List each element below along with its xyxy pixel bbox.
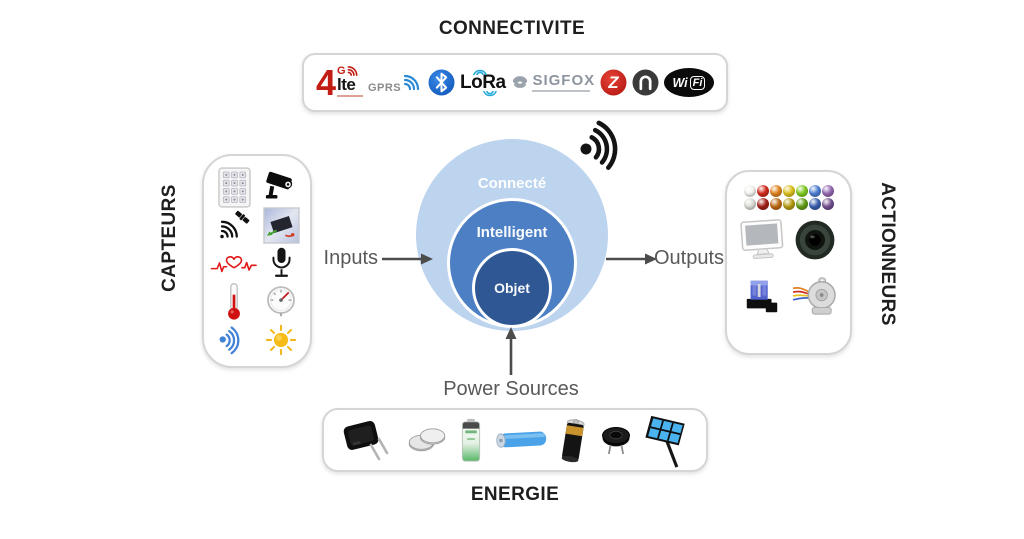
gprs-signal-icon xyxy=(404,74,420,90)
logo-gprs: GPRS xyxy=(368,72,423,94)
buzzer-icon xyxy=(598,424,634,457)
led-dot xyxy=(795,185,808,197)
monitor-icon xyxy=(739,218,785,262)
outputs-arrow xyxy=(606,253,657,265)
logo-lora: LoRa xyxy=(460,69,506,96)
connectivity-box: 4 G lte GPRS xyxy=(302,53,728,112)
logo-nfc xyxy=(632,69,659,96)
inputs-arrow xyxy=(382,253,433,265)
led-dot xyxy=(808,198,821,210)
nfc-icon xyxy=(632,69,659,96)
lora-arcs-top-icon xyxy=(473,69,487,75)
led-dot xyxy=(821,185,834,197)
led-dot xyxy=(756,198,769,210)
ac-adapter-icon xyxy=(339,415,395,465)
wifi-wi-label: Wi xyxy=(672,75,688,90)
solar-panel-icon xyxy=(643,412,691,469)
wifi-fi-label: Fi xyxy=(689,75,706,90)
4g-number: 4 xyxy=(316,61,337,103)
outputs-label: Outputs xyxy=(654,247,725,269)
inputs-label: Inputs xyxy=(323,247,378,269)
wireless-signal-icon xyxy=(580,120,618,170)
4g-letter-g: G xyxy=(337,64,346,77)
relay-icon xyxy=(741,276,783,316)
energy-box xyxy=(322,408,708,472)
energy-title: ENERGIE xyxy=(470,484,560,505)
led-dot xyxy=(795,198,808,210)
gyroscope-icon xyxy=(262,206,300,244)
power-sources-label: Power Sources xyxy=(443,378,579,400)
speaker-icon xyxy=(794,219,836,261)
stepper-motor-icon xyxy=(791,276,839,316)
sigfox-butterfly-icon xyxy=(513,76,528,88)
led-dot xyxy=(743,185,756,197)
cctv-camera-icon xyxy=(263,171,299,203)
red-signal-icon xyxy=(347,65,358,76)
li-ion-battery-icon xyxy=(493,428,549,452)
pressure-gauge-icon xyxy=(264,284,298,318)
sun-icon xyxy=(264,322,298,356)
logo-zigbee: Z xyxy=(600,69,627,96)
keypad-icon xyxy=(217,166,251,208)
heartbeat-ecg-icon xyxy=(210,248,258,278)
lora-label: LoRa xyxy=(460,71,506,93)
ring-label-connecte: Connecté xyxy=(477,175,547,192)
sensors-title: CAPTEURS xyxy=(159,184,180,292)
ring-objet xyxy=(472,248,552,328)
led-dot xyxy=(808,185,821,197)
sensors-box xyxy=(202,154,312,368)
logo-wifi: Wi Fi xyxy=(663,68,714,97)
ring-label-objet: Objet xyxy=(494,280,530,296)
radar-satellite-icon xyxy=(215,208,253,243)
thermometer-icon xyxy=(224,281,244,321)
led-dot xyxy=(769,198,782,210)
led-dot xyxy=(743,198,756,210)
ring-label-intelligent: Intelligent xyxy=(476,224,548,241)
led-dot xyxy=(821,198,834,210)
bluetooth-icon xyxy=(428,69,455,96)
logo-bluetooth xyxy=(428,69,455,96)
led-dot xyxy=(769,185,782,197)
microphone-icon xyxy=(268,246,295,280)
gprs-label: GPRS xyxy=(367,81,402,94)
sigfox-label: SIGFOX xyxy=(532,72,596,89)
led-dot xyxy=(782,198,795,210)
sigfox-tagline xyxy=(532,90,591,92)
logo-sigfox: SIGFOX xyxy=(510,73,595,92)
coin-cell-icon xyxy=(405,426,449,454)
actuators-title: ACTIONNEURS xyxy=(877,182,898,326)
led-dot xyxy=(782,185,795,197)
aa-battery-icon xyxy=(458,417,484,463)
zigbee-icon: Z xyxy=(600,69,627,96)
led-dot xyxy=(756,185,769,197)
led-array xyxy=(743,185,834,210)
power-arrow xyxy=(505,327,517,375)
proximity-sensor-icon xyxy=(214,323,254,356)
zigbee-letter: Z xyxy=(608,73,620,92)
connectivity-title: CONNECTIVITE xyxy=(438,18,586,39)
lora-arcs-bottom-icon xyxy=(483,90,497,96)
actuators-box xyxy=(725,170,852,355)
logo-4g-lte: 4 G lte xyxy=(316,61,364,103)
c-battery-icon xyxy=(558,417,588,464)
lte-label: lte xyxy=(337,74,356,94)
lte-tagline xyxy=(337,94,364,97)
